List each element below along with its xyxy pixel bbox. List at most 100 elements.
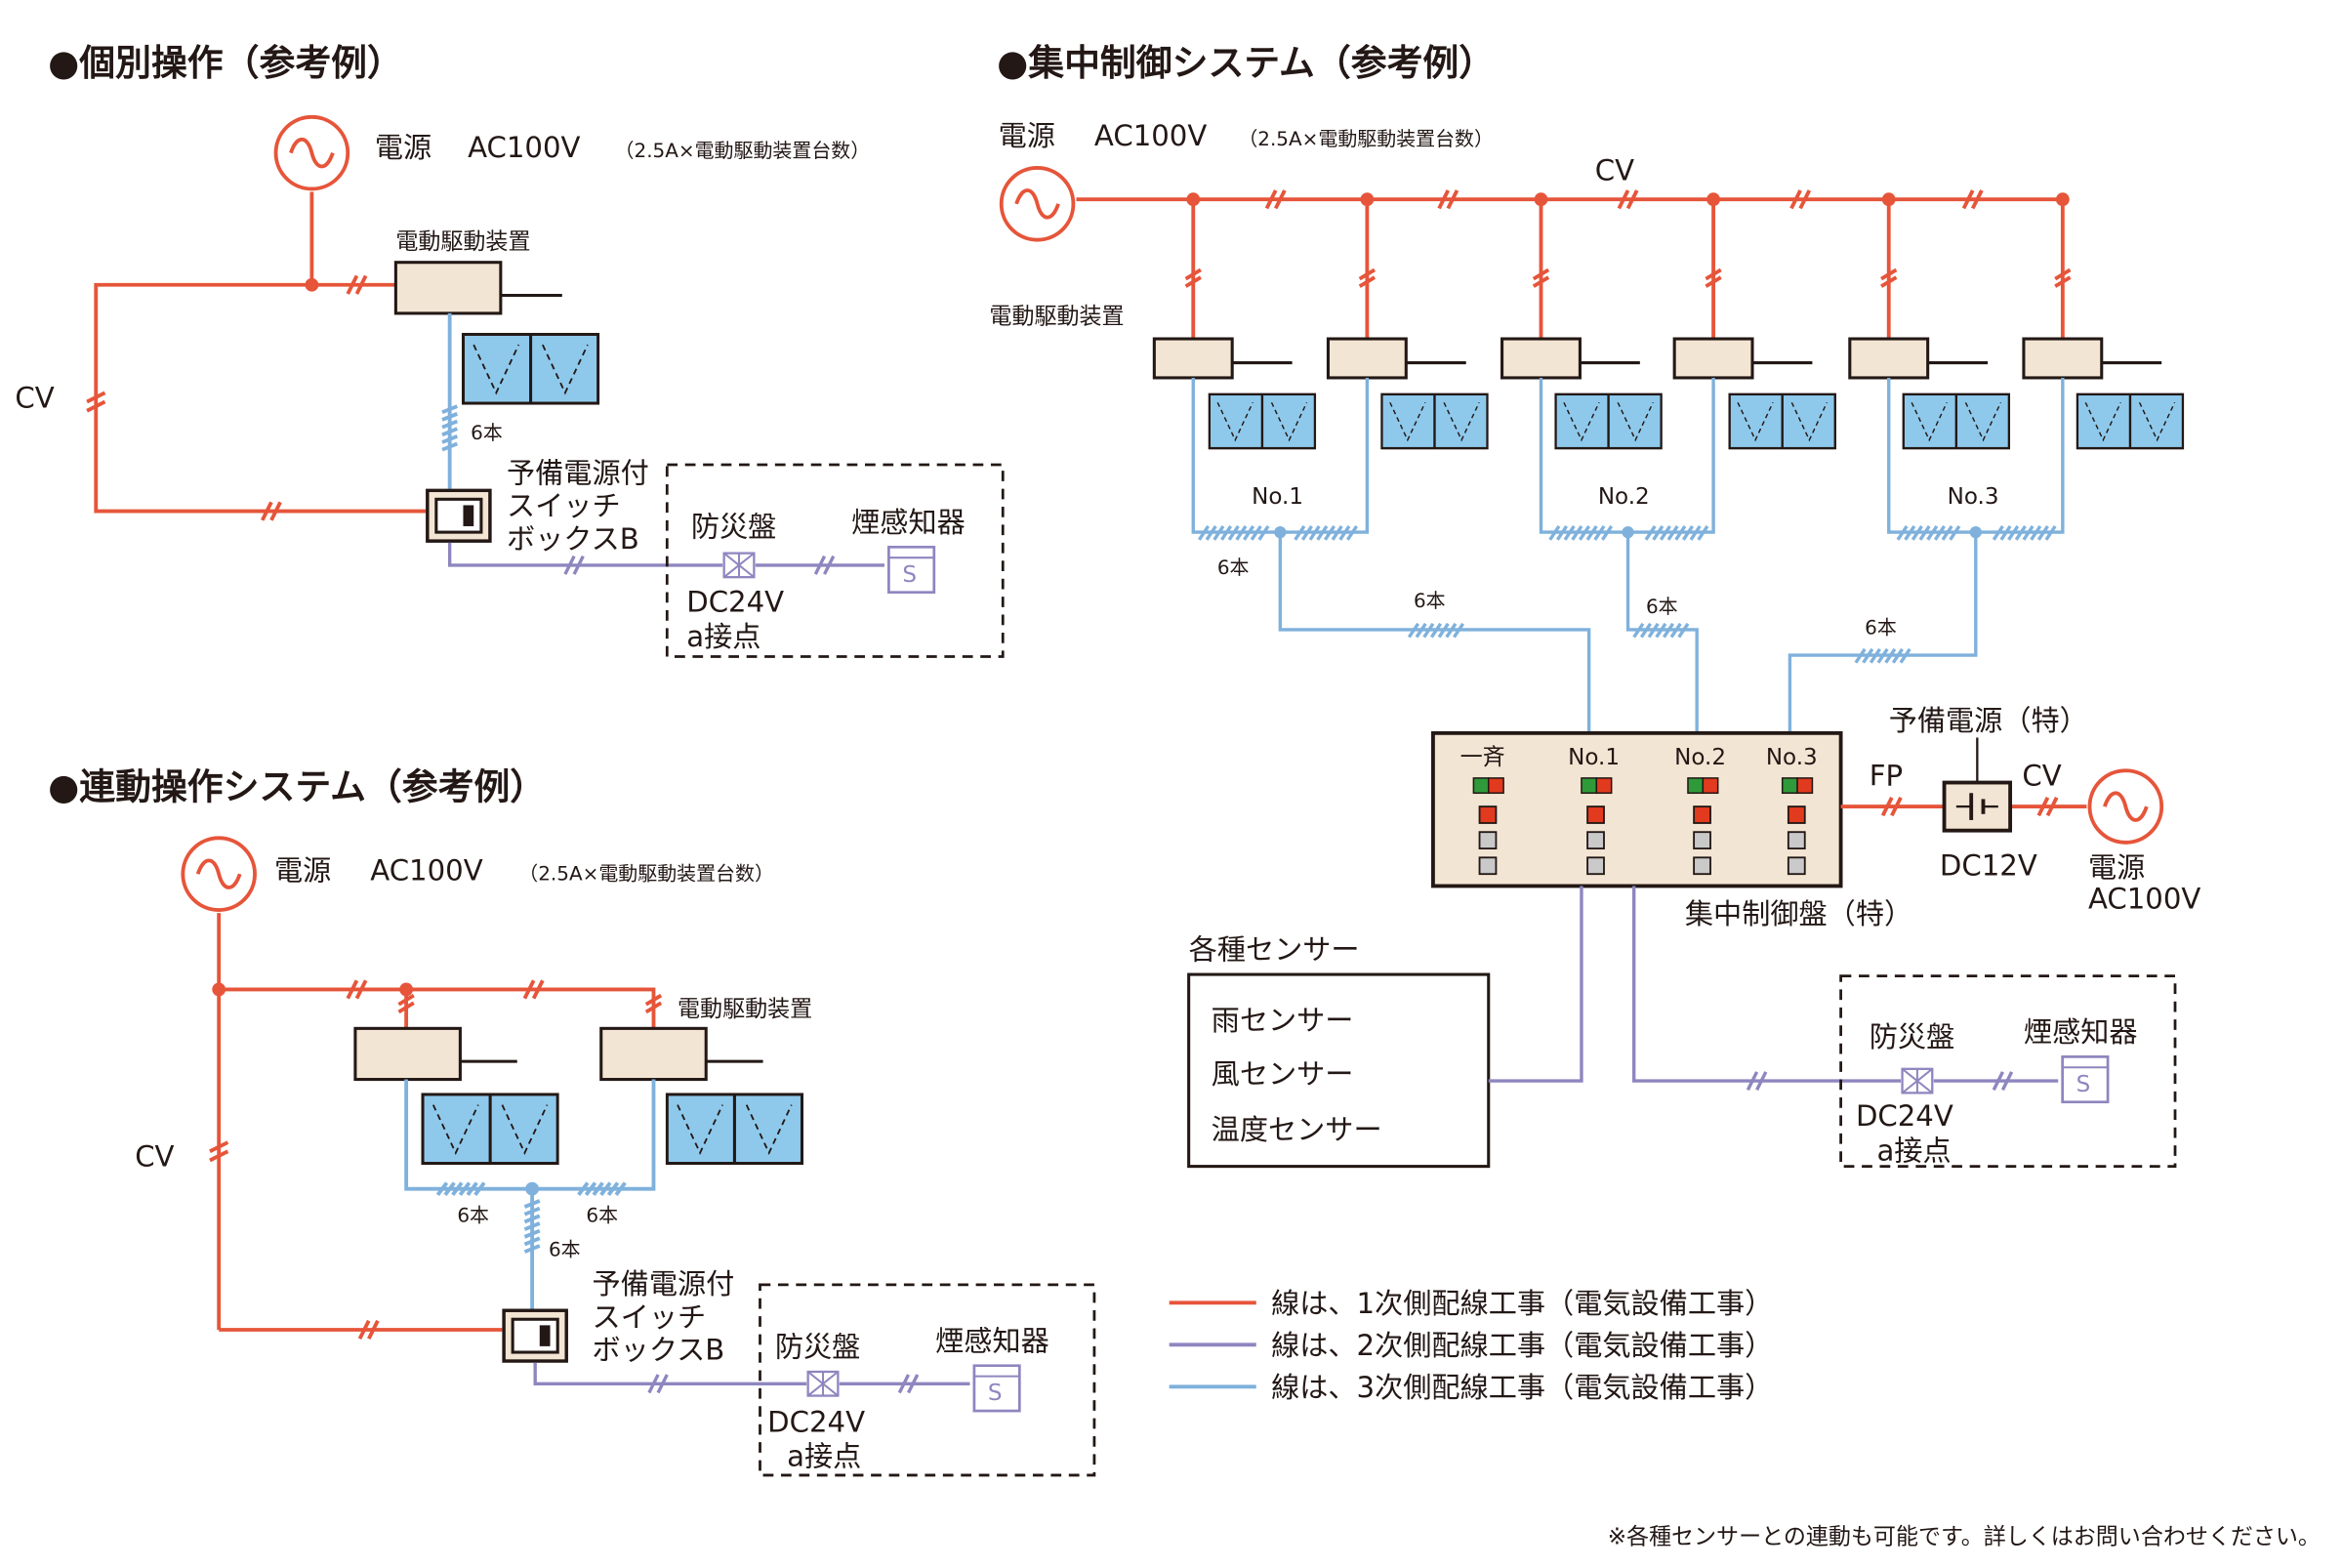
individual-drive-label: 電動駆動装置 [395,229,530,255]
individual-tertiary-wiring [441,312,459,489]
ac-power-icon [181,836,257,912]
central-section: ●集中制御システム（参考例） 電源 AC100V （2.5A×電動駆動装置台数）… [989,42,2200,1169]
ac-power-icon [2087,768,2164,845]
drive-unit-icon [599,1026,708,1082]
legend-primary-text: 線は、1次側配線工事（電気設備工事） [1271,1287,1773,1320]
fire-panel-icon [1901,1067,1934,1094]
switch-box-icon [502,1308,568,1363]
central-drive-label: 電動駆動装置 [989,305,1124,330]
window-icon [665,1093,804,1166]
linked-primary-wiring [209,913,663,1341]
central-group-1: No.1 [1252,484,1303,510]
central-panel-label: 集中制御盤（特） [1685,897,1912,930]
central-control-panel [1431,730,1843,888]
central-secondary-wiring [1488,886,2059,1092]
individual-voltage: AC100V [468,131,580,164]
individual-fire-zone [665,463,1005,658]
central-voltage-note: （2.5A×電動駆動装置台数） [1238,127,1494,150]
central-fire-zone [1839,974,2177,1169]
central-trunk-count-3: 6本 [1865,616,1897,640]
individual-primary-wiring [86,191,427,521]
drive-unit-icon [2022,337,2104,380]
individual-voltage-note: （2.5A×電動駆動装置台数） [615,139,871,162]
central-group-cable-count: 6本 [1217,556,1250,579]
central-cv-label-top: CV [1595,153,1634,186]
central-contact-line1: DC24V [1856,1099,1953,1133]
drive-unit-icon [1152,337,1234,380]
window-icon [2076,392,2185,450]
central-trunk-count-2: 6本 [1646,595,1678,618]
individual-secondary-wiring [447,542,884,575]
switch-box-icon [426,488,492,543]
individual-cable-count: 6本 [471,421,503,444]
central-group-3: No.3 [1948,484,1999,510]
window-icon [1728,392,1836,450]
legend-tertiary-text: 線は、3次側配線工事（電気設備工事） [1271,1371,1773,1404]
linked-fire-zone [759,1283,1096,1477]
linked-contact-line1: DC24V [767,1405,865,1438]
linked-contact-line2: a接点 [787,1440,861,1473]
individual-switchbox-line1: 予備電源付 [507,456,649,489]
fire-panel-icon [806,1370,840,1397]
drive-unit-icon [1672,337,1754,380]
footnote: ※各種センサーとの連動も可能です。詳しくはお問い合わせください。 [1608,1525,2321,1550]
linked-voltage: AC100V [370,853,482,887]
backup-power-icon [1942,780,2013,833]
central-group-2: No.2 [1598,484,1650,510]
drive-unit-icon [393,261,503,315]
individual-contact-line1: DC24V [686,585,784,618]
wiring-legend: 線は、1次側配線工事（電気設備工事） 線は、2次側配線工事（電気設備工事） 線は… [1169,1287,1773,1404]
individual-fire-panel-label: 防災盤 [691,511,776,544]
central-trunk-count-1: 6本 [1414,589,1446,612]
legend-secondary-text: 線は、2次側配線工事（電気設備工事） [1271,1329,1773,1362]
window-icon [1208,392,1317,450]
panel-column-no3: No.3 [1766,745,1818,770]
window-icon [1902,392,2011,450]
panel-column-no1: No.1 [1568,745,1620,770]
linked-switchbox-line1: 予備電源付 [593,1267,735,1300]
linked-drive-label: 電動駆動装置 [678,997,812,1022]
central-power-label-right: 電源 [2088,850,2145,884]
linked-switchbox-line3: ボックスB [593,1334,725,1367]
sensors-title: 各種センサー [1189,933,1360,967]
linked-fire-panel-label: 防災盤 [775,1331,860,1364]
drive-unit-icon [1848,337,1930,380]
ac-power-icon [999,166,1076,242]
window-icon [1380,392,1489,450]
sensor-rain: 雨センサー [1212,1004,1354,1037]
linked-detector-label: 煙感知器 [935,1324,1049,1357]
sensor-wind: 風センサー [1212,1057,1354,1091]
panel-column-no2: No.2 [1674,745,1726,770]
linked-title: ●連動操作システム（参考例） [48,765,546,807]
drive-unit-icon [1326,337,1408,380]
central-cv-label-right: CV [2022,760,2061,793]
sensor-temperature: 温度センサー [1212,1113,1382,1146]
linked-cable-count-right: 6本 [586,1203,618,1226]
individual-power-label: 電源 [375,131,432,164]
individual-switchbox-line3: ボックスB [507,522,639,556]
individual-title: ●個別操作（参考例） [48,42,403,84]
panel-buttons [1478,805,1806,876]
linked-section: ●連動操作システム（参考例） 電源 AC100V （2.5A×電動駆動装置台数）… [48,765,1096,1477]
central-power-label: 電源 [999,119,1055,152]
sensors-box [1187,972,1491,1169]
ac-power-icon [273,114,350,191]
linked-power-label: 電源 [274,853,331,887]
individual-cv-label: CV [15,382,54,415]
central-detector-label: 煙感知器 [2024,1015,2138,1049]
central-fire-panel-label: 防災盤 [1870,1020,1954,1053]
central-drive-units [1152,337,2162,380]
individual-detector-symbol: S [902,562,917,588]
linked-secondary-wiring [533,1362,970,1394]
drive-unit-icon [1500,337,1582,380]
window-icon [421,1093,559,1166]
central-primary-bus [1076,189,2072,340]
linked-voltage-note: （2.5A×電動駆動装置台数） [518,861,774,885]
panel-indicators [1472,777,1814,795]
central-title: ●集中制御システム（参考例） [997,42,1495,84]
individual-section: ●個別操作（参考例） 電源 AC100V （2.5A×電動駆動装置台数） CV … [15,42,1005,658]
linked-detector-symbol: S [988,1381,1003,1406]
individual-switchbox-line2: スイッチ [507,489,621,522]
fire-panel-icon [722,552,756,579]
